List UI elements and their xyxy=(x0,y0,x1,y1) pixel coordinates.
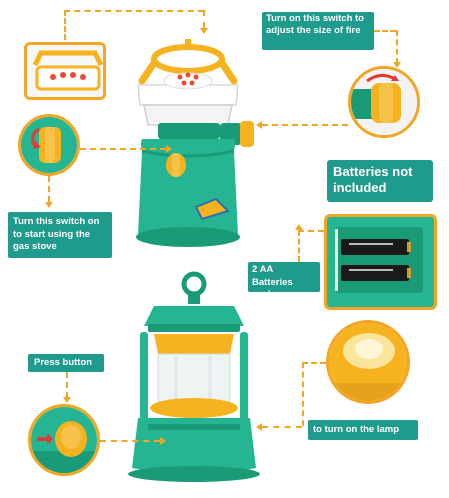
connector-arrow xyxy=(160,437,166,445)
connector-line xyxy=(262,426,302,428)
start-switch-zoom xyxy=(18,114,80,176)
connector-line xyxy=(302,362,326,364)
connector-arrow xyxy=(393,62,401,68)
connector-line xyxy=(100,440,160,442)
fire-switch-text: Turn on this switch to adjust the size o… xyxy=(266,13,364,36)
batteries-each-label: 2 AA Batteries each xyxy=(248,262,320,300)
connector-arrow xyxy=(45,202,53,208)
fire-switch-label: Turn on this switch to adjust the size o… xyxy=(262,12,374,50)
turn-on-lamp-text: to turn on the lamp xyxy=(313,424,400,435)
connector-line xyxy=(48,176,50,202)
batteries-each-text: 2 AA Batteries each xyxy=(252,264,293,300)
connector-arrow xyxy=(256,423,262,431)
burner-detail-inset xyxy=(24,42,106,100)
battery-compartment-image xyxy=(324,214,437,310)
lamp-light-zoom xyxy=(326,320,410,404)
connector-line xyxy=(302,362,304,426)
connector-line xyxy=(262,124,348,126)
press-button-label: Press button xyxy=(28,354,104,372)
connector-arrow xyxy=(200,28,208,34)
connector-arrow xyxy=(166,145,172,153)
connector-line xyxy=(80,148,166,150)
connector-line xyxy=(298,230,324,232)
connector-line xyxy=(64,10,66,40)
connector-line xyxy=(203,10,205,28)
connector-arrow xyxy=(256,121,262,129)
press-button-text: Press button xyxy=(34,357,93,368)
turn-on-lamp-label: to turn on the lamp xyxy=(308,420,418,440)
connector-line xyxy=(298,230,300,262)
batteries-not-included-text: Batteries not included xyxy=(333,164,413,195)
connector-arrow xyxy=(295,224,303,230)
connector-line xyxy=(396,30,398,64)
camping-lantern-toy xyxy=(128,271,260,482)
connector-line xyxy=(66,372,68,398)
gas-stove-toy xyxy=(136,39,254,247)
connector-arrow xyxy=(63,397,71,403)
press-button-zoom xyxy=(28,404,100,476)
connector-line xyxy=(64,10,204,12)
batteries-not-included-label: Batteries not included xyxy=(327,160,433,202)
start-switch-text: Turn this switch on to start using the g… xyxy=(13,216,100,252)
start-switch-label: Turn this switch on to start using the g… xyxy=(8,212,112,258)
connector-line xyxy=(374,30,396,32)
fire-switch-zoom xyxy=(348,66,420,138)
